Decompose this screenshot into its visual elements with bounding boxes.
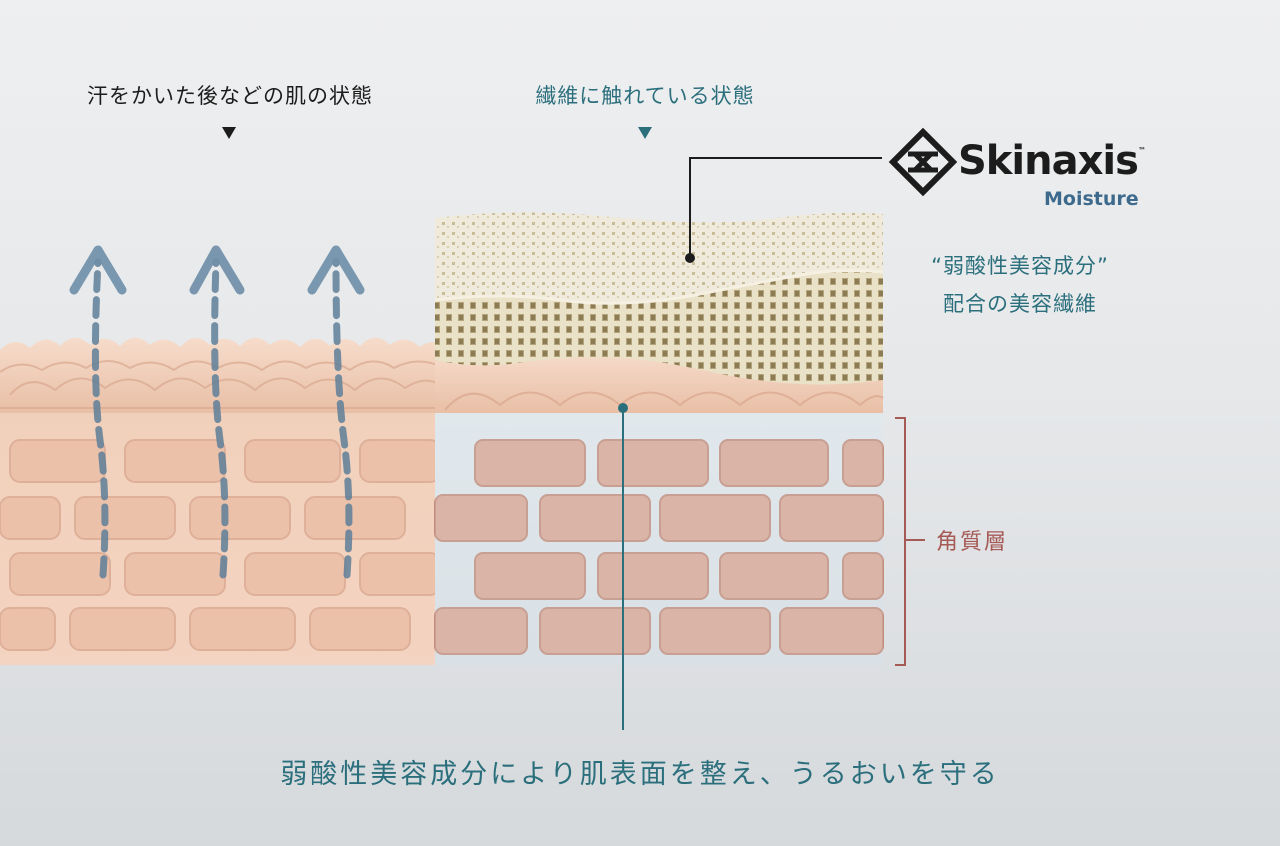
left-skin-block	[0, 337, 441, 665]
moisture-escape-arrows	[69, 245, 365, 579]
bottom-caption: 弱酸性美容成分により肌表面を整え、うるおいを守る	[280, 759, 1000, 790]
left-down-triangle-icon	[222, 127, 236, 139]
diamond-lattice-icon	[888, 127, 958, 197]
ingredient-line-1: “弱酸性美容成分”	[931, 254, 1109, 278]
brand-callout-line	[689, 157, 882, 258]
brand-logo: Skinaxis ™ Moisture	[892, 130, 1152, 220]
ingredient-line-2: 配合の美容繊維	[943, 292, 1097, 316]
surface-callout-line	[618, 403, 628, 730]
left-state-label: 汗をかいた後などの肌の状態	[87, 84, 373, 108]
right-skin-block	[434, 351, 884, 665]
brand-subtitle: Moisture	[1044, 188, 1139, 210]
right-down-triangle-icon	[638, 127, 652, 139]
brand-trademark: ™	[1138, 146, 1146, 155]
beauty-fiber-sheet	[434, 212, 884, 385]
ingredient-callout: “弱酸性美容成分” 配合の美容繊維	[870, 247, 1170, 323]
brand-name: Skinaxis	[958, 138, 1139, 184]
fiber-callout-dot	[685, 253, 695, 263]
right-state-label: 繊維に触れている状態	[535, 84, 755, 108]
stratum-bracket	[895, 417, 925, 666]
stratum-corneum-label: 角質層	[936, 530, 1009, 555]
